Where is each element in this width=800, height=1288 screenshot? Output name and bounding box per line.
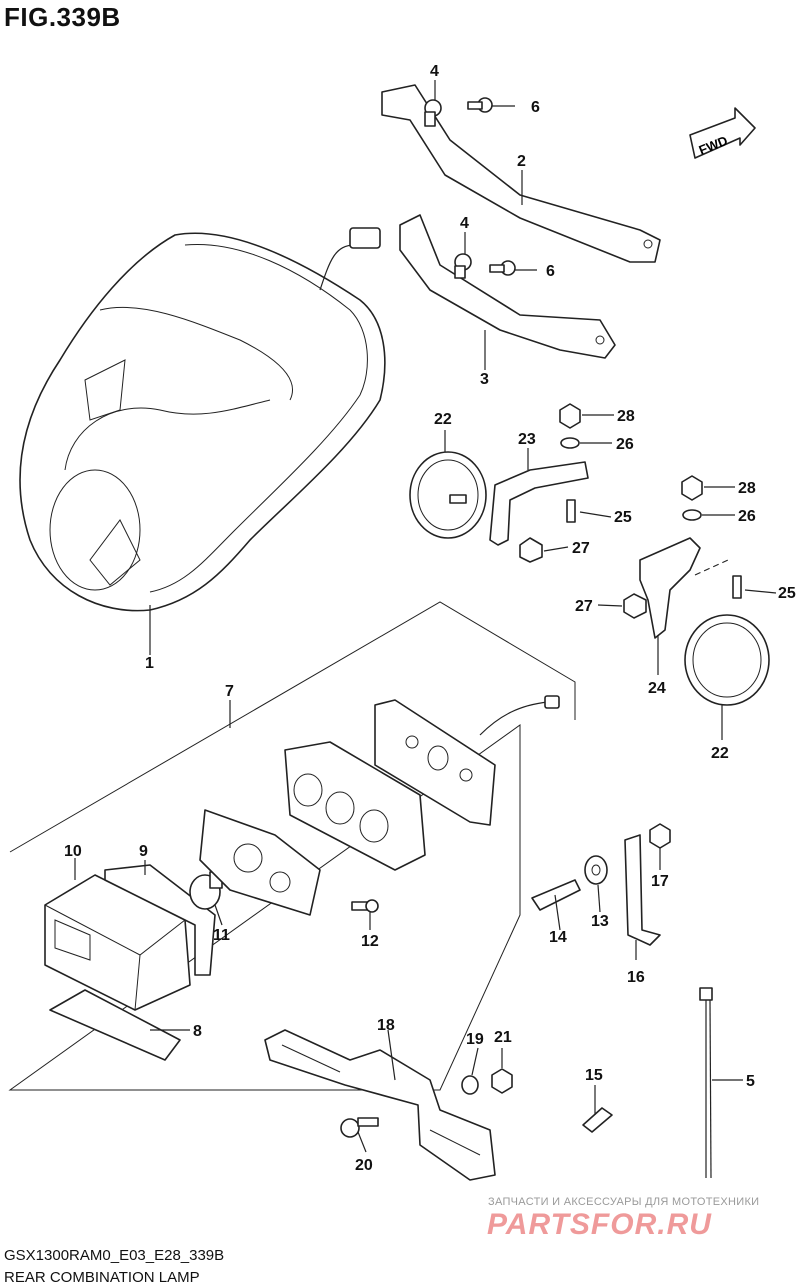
nut-21: [491, 1068, 513, 1094]
bracket-upper: [381, 84, 661, 263]
callout-2: 2: [517, 153, 526, 170]
bolt-4-lower: [454, 253, 472, 279]
callout-21: 21: [494, 1029, 512, 1046]
figure-title: FIG.339B: [4, 2, 121, 32]
bracket-lower: [399, 214, 616, 359]
nut-28-upper: [559, 403, 581, 429]
callout-17: 17: [651, 873, 669, 890]
callout-25-lower: 25: [778, 585, 796, 602]
callout-8: 8: [193, 1023, 202, 1040]
grommet-15: [582, 1107, 613, 1133]
callout-28-lower: 28: [738, 480, 756, 497]
callout-26-lower: 26: [738, 508, 756, 525]
callout-6-upper: 6: [531, 99, 540, 116]
callout-23: 23: [518, 431, 536, 448]
reflector-right: [684, 614, 770, 706]
callout-7: 7: [225, 683, 234, 700]
lamp-lens: [44, 874, 191, 1011]
callout-26-upper: 26: [616, 436, 634, 453]
callout-5: 5: [746, 1073, 755, 1090]
washer-19: [461, 1075, 479, 1095]
lamp-rear-gasket: [374, 695, 560, 826]
callout-27-upper: 27: [572, 540, 590, 557]
callout-3: 3: [480, 371, 489, 388]
callout-14: 14: [549, 929, 567, 946]
nut-27-lower: [623, 593, 647, 619]
cable-tie-5: [699, 987, 713, 1179]
bolt-4-upper: [424, 99, 442, 127]
callout-22-lower: 22: [711, 745, 729, 762]
clamp-16: [624, 834, 661, 946]
bolt-6-upper: [467, 97, 493, 113]
screw-20: [340, 1117, 379, 1138]
watermark-logo: PARTSFOR.RU: [487, 1208, 712, 1241]
reflector-left: [409, 451, 487, 539]
washer-13: [584, 855, 608, 885]
callout-1: 1: [145, 655, 154, 672]
callout-13: 13: [591, 913, 609, 930]
fwd-arrow: FWD: [689, 107, 756, 159]
licence-bracket: [264, 1029, 496, 1181]
callout-27-lower: 27: [575, 598, 593, 615]
diagram-caption: REAR COMBINATION LAMP: [4, 1269, 200, 1286]
watermark-tagline: ЗАПЧАСТИ И АКСЕССУАРЫ ДЛЯ МОТОТЕХНИКИ: [488, 1196, 760, 1208]
callout-18: 18: [377, 1017, 395, 1034]
collar-14: [531, 879, 581, 911]
screw-25-upper: [566, 499, 576, 523]
lamp-gasket: [104, 864, 216, 976]
lamp-socket-plate: [199, 809, 321, 916]
callout-11: 11: [213, 927, 230, 944]
callout-24: 24: [648, 680, 666, 697]
rear-lamp-housing: [19, 227, 386, 612]
callout-9: 9: [139, 843, 148, 860]
callout-16: 16: [627, 969, 645, 986]
lamp-base: [284, 741, 426, 871]
callout-labels: 1 2 3 4 4 5 6 6 7 8 9 10 11 12 13 14 15 …: [64, 63, 796, 1174]
callout-6-lower: 6: [546, 263, 555, 280]
nut-28-lower: [681, 475, 703, 501]
callout-4-lower: 4: [460, 215, 469, 232]
nut-17: [649, 823, 671, 849]
callout-20: 20: [355, 1157, 373, 1174]
leader-lines: [74, 80, 777, 1153]
callout-19: 19: [466, 1031, 484, 1048]
callout-28-upper: 28: [617, 408, 635, 425]
callout-15: 15: [585, 1067, 603, 1084]
screw-25-lower: [732, 575, 742, 599]
nut-27-upper: [519, 537, 543, 563]
reflector-stay-left: [489, 461, 589, 546]
washer-26-upper: [560, 437, 580, 449]
callout-10: 10: [64, 843, 82, 860]
callout-22-upper: 22: [434, 411, 452, 428]
licence-plate-lens: [49, 989, 181, 1061]
washer-26-lower: [682, 509, 702, 521]
screw-12: [351, 899, 379, 913]
callout-25-upper: 25: [614, 509, 632, 526]
bolt-6-lower: [489, 260, 516, 276]
callout-4-upper: 4: [430, 63, 439, 80]
model-code: GSX1300RAM0_E03_E28_339B: [4, 1247, 225, 1264]
callout-12: 12: [361, 933, 379, 950]
reflector-stay-right: [639, 537, 701, 639]
